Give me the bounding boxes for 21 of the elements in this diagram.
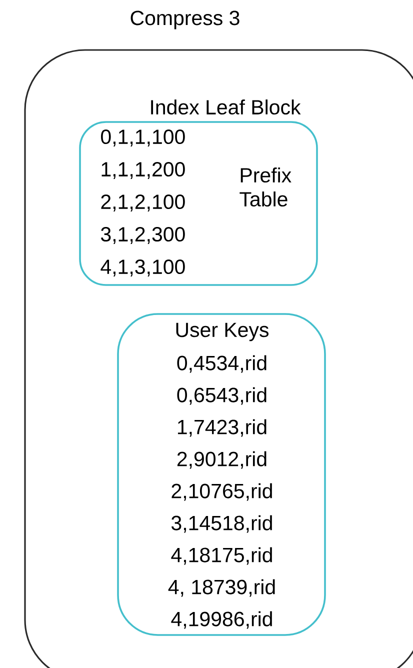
container-box [24,10,413,668]
key-row: 2,1,2,100 [101,194,185,212]
key-row: 1,1,1,200 [102,162,185,179]
box-heading: Compress 3 [130,10,240,30]
key-row: 0,1,1,100 [101,130,185,146]
key-row: 4,19986,rid [171,611,272,629]
key-row: 0,4534,rid [177,355,266,373]
box-heading: User Keys [176,322,268,342]
key-row: 3,14518,rid [172,515,272,533]
key-row: 2,9012,rid [177,451,266,469]
key-row: 2,10765,rid [172,483,272,501]
key-row: 4, 18739,rid [168,579,275,597]
key-row: 4,18175,rid [171,547,272,565]
key-row: 1,7423,rid [178,419,266,437]
key-row: 0,6543,rid [177,387,266,405]
box-heading: Index Leaf Block [151,99,301,115]
rounded-box [79,99,318,286]
key-row: 4,1,3,100 [100,260,185,276]
key-row: 3,1,2,300 [100,227,185,244]
rounded-box [117,313,326,636]
table-label: Prefix Table [240,167,292,207]
